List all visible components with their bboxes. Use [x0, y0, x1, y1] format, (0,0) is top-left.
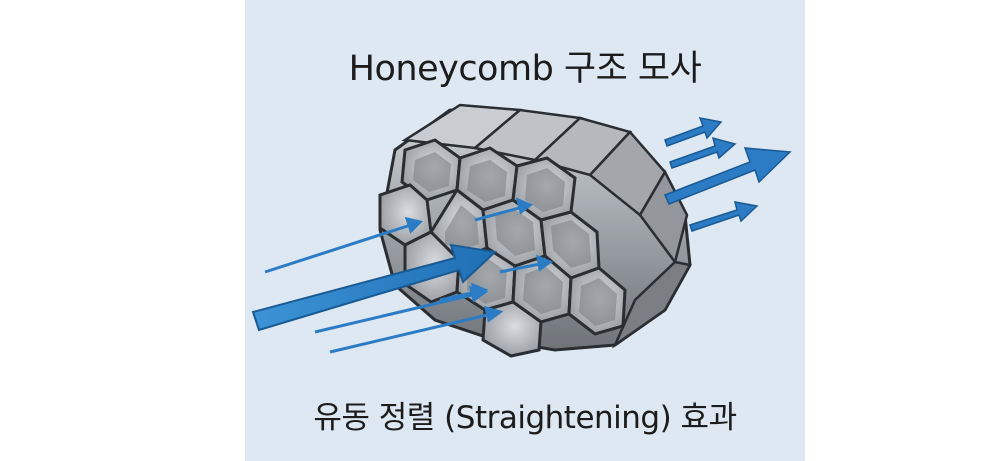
- flow-arrows: [251, 117, 792, 354]
- honeycomb-cell-depth: [413, 152, 617, 326]
- incoming-thin-arrows: [264, 197, 554, 354]
- outgoing-arrows: [663, 117, 792, 232]
- honeycomb-illustration: [251, 103, 792, 358]
- diagram-caption: 유동 정렬 (Straightening) 효과: [313, 400, 737, 436]
- diagram-title: Honeycomb 구조 모사: [348, 49, 702, 89]
- main-flow-arrow: [251, 243, 498, 332]
- diagram-panel: Honeycomb 구조 모사 유동 정렬 (Straightening) 효과: [245, 0, 805, 461]
